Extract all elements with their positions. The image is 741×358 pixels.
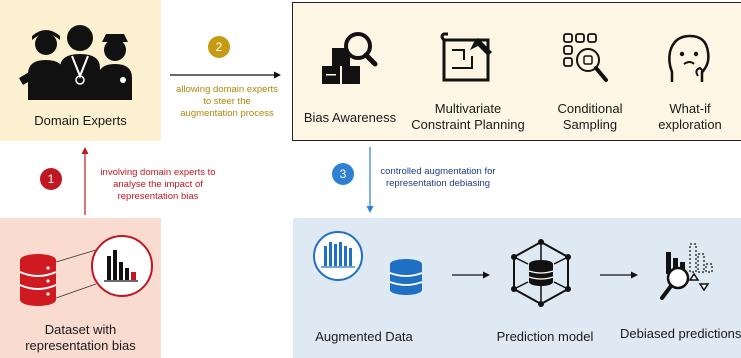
- multivariate-planning-line2: Constraint Planning: [411, 117, 525, 132]
- multivariate-planning-line1: Multivariate: [434, 101, 502, 116]
- domain-experts-icon: [19, 25, 132, 100]
- dataset-icon: [19, 235, 153, 306]
- bias-awareness-icon: [322, 32, 378, 84]
- step-2-note-line3: augmentation process: [180, 108, 274, 119]
- step-1-note-line1: involving domain experts to: [100, 167, 216, 178]
- constraint-planning-icon: [440, 32, 492, 82]
- conditional-sampling-icon: [563, 33, 608, 82]
- step-1-note-line2: analyse the impact of: [113, 179, 203, 190]
- step-3-badge: 3: [332, 163, 354, 185]
- prediction-model-label: Prediction model: [496, 329, 594, 344]
- conditional-sampling-label: Conditional Sampling: [546, 101, 634, 133]
- debiased-predictions-icon: [660, 243, 713, 300]
- step-3-note-line1: controlled augmentation for: [380, 166, 496, 177]
- what-if-line2: exploration: [658, 117, 722, 132]
- arrow-experts-to-techniques: [170, 71, 281, 79]
- conditional-sampling-line2: Sampling: [562, 117, 618, 132]
- step-1-note-line3: representation bias: [117, 191, 199, 202]
- arrow-data-to-model: [452, 271, 490, 279]
- arrow-dataset-to-experts: [81, 147, 89, 215]
- step-3-note: controlled augmentation for representati…: [374, 166, 502, 190]
- conditional-sampling-line1: Conditional: [557, 101, 623, 116]
- bias-awareness-label: Bias Awareness: [303, 110, 397, 125]
- domain-experts-label: Domain Experts: [34, 113, 127, 128]
- step-3-note-line2: representation debiasing: [385, 178, 491, 189]
- dataset-label-line1: Dataset with: [44, 322, 117, 337]
- techniques-panel: [292, 2, 741, 141]
- step-1-badge: 1: [40, 168, 62, 190]
- multivariate-planning-label: Multivariate Constraint Planning: [404, 101, 532, 133]
- debiased-predictions-label: Debiased predictions: [620, 326, 741, 341]
- what-if-label: What-if exploration: [650, 101, 730, 133]
- arrow-model-to-predictions: [600, 271, 638, 279]
- dataset-label: Dataset with representation bias: [0, 322, 161, 354]
- arrow-techniques-to-pipeline: [366, 147, 374, 213]
- step-2-note: allowing domain experts to steer the aug…: [166, 84, 288, 120]
- dataset-label-line2: representation bias: [25, 338, 136, 353]
- step-2-badge: 2: [208, 36, 230, 58]
- prediction-model-icon: [511, 239, 571, 307]
- step-1-note: involving domain experts to analyse the …: [93, 167, 223, 203]
- what-if-line1: What-if: [669, 101, 711, 116]
- augmented-data-label: Augmented Data: [315, 329, 413, 344]
- what-if-icon: [668, 34, 710, 82]
- step-2-note-line1: allowing domain experts: [176, 84, 278, 95]
- augmented-data-icon: [313, 231, 423, 295]
- step-2-note-line2: to steer the: [203, 96, 251, 107]
